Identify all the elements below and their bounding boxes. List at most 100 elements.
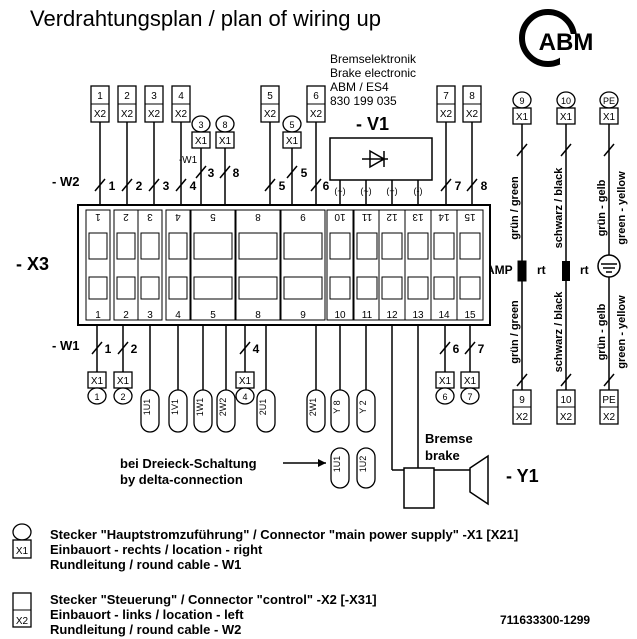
wire-bottom-num: 1 [105, 342, 112, 356]
right-cable-slash [603, 373, 615, 387]
terminal-slot-upper [140, 232, 160, 260]
terminal-slot-lower [283, 276, 323, 300]
terminal-slot-lower [168, 276, 188, 300]
cable-label: Y 2 [358, 400, 368, 413]
cable-label: 1W1 [195, 398, 205, 417]
rt-label-1: rt [537, 263, 546, 277]
cable-label: 2W1 [308, 398, 318, 417]
right-cable-color-upper: grün - gelb [596, 179, 608, 236]
right-connector-top-tag: X1 [516, 112, 529, 123]
x1-connector-tag: X1 [239, 376, 252, 387]
delta-cable-label: 1U2 [358, 456, 368, 473]
wire-top-slash [175, 178, 187, 192]
cable-label: Y 8 [332, 400, 342, 413]
wire-bottom-num: 7 [478, 342, 485, 356]
x1-connector-tag: X1 [91, 376, 104, 387]
amp-connector-fill [518, 261, 526, 281]
rectifier-mark: (~) [360, 186, 371, 196]
wire-bottom-slash [91, 341, 103, 355]
w1-label: - W1 [52, 338, 80, 353]
rectifier-mark: (~) [334, 186, 345, 196]
x2-connector-tag: X2 [94, 109, 107, 120]
delta-cable-label: 1U1 [332, 456, 342, 473]
right-cable-color-lower: schwarz / black [553, 291, 565, 373]
delta-cable-1 [330, 447, 350, 489]
terminal-5 [190, 209, 236, 321]
terminal-top-label: 4 [175, 211, 181, 222]
x1-connector-tag: X1 [117, 376, 130, 387]
legend-x1-box [12, 539, 32, 559]
legend-x2-line1: Stecker "Steuerung" / Connector "control… [50, 592, 377, 607]
x1-connector-num: 2 [120, 392, 125, 402]
cable-end-1 [140, 389, 160, 433]
wire-top-slash [440, 178, 452, 192]
right-connector-bottom-num: 9 [519, 395, 525, 406]
terminal-top-label: 2 [123, 211, 129, 222]
legend-x2-line3: Rundleitung / round cable - W2 [50, 622, 242, 637]
brake-label-de: Bremse [425, 431, 473, 446]
terminal-slot-upper [381, 232, 403, 260]
terminal-slot-upper [459, 232, 481, 260]
connector-bar-2 [562, 261, 570, 281]
terminal-bottom-label: 5 [210, 310, 216, 321]
wire-top-num: 4 [190, 179, 197, 193]
wire-top-slash [148, 178, 160, 192]
cable-end-5 [256, 389, 276, 433]
x2-connector-tag: X2 [440, 109, 453, 120]
terminal-8 [235, 209, 281, 321]
terminal-bottom-label: 3 [147, 310, 153, 321]
diode-symbol [362, 149, 388, 169]
cable-label: 1V1 [170, 399, 180, 415]
x2-connector-num: 2 [124, 91, 130, 102]
terminal-bottom-label: 11 [362, 310, 373, 321]
right-cable-slash [560, 143, 572, 157]
right-connector-bottom-num: 10 [560, 395, 572, 406]
wire-top-num: 8 [481, 179, 488, 193]
right-connector-bottom-tag: X2 [560, 412, 573, 423]
cable-end-8 [356, 389, 376, 433]
terminal-top-label: 14 [438, 211, 450, 222]
terminal-slot-upper [283, 232, 323, 260]
x1-connector-bottom-circle [235, 387, 255, 405]
wire-top-num: 3 [163, 179, 170, 193]
terminal-3 [137, 209, 163, 321]
x1-connector-tag: X1 [195, 136, 208, 147]
wire-top-num: 7 [455, 179, 462, 193]
x1-connector-num: 5 [289, 120, 294, 130]
terminal-slot-upper [88, 232, 108, 260]
delta-arrow-head [318, 459, 326, 467]
terminal-15 [456, 209, 484, 321]
terminal-slot-lower [238, 276, 278, 300]
terminal-bottom-label: 15 [464, 310, 476, 321]
logo-text: ABM [539, 29, 594, 56]
legend-x1-line3: Rundleitung / round cable - W1 [50, 557, 242, 572]
terminal-slot-upper [168, 232, 188, 260]
terminal-slot-lower [193, 276, 233, 300]
right-cable-color-lower: grün - gelb [596, 303, 608, 360]
brake-terminal [403, 467, 435, 509]
terminal-top-label: 1 [95, 211, 101, 222]
w2-label: - W2 [52, 174, 80, 189]
terminal-bottom-label: 10 [334, 310, 346, 321]
terminal-slot-lower [459, 276, 481, 300]
terminal-14 [430, 209, 458, 321]
x1-connector-num: 3 [198, 120, 203, 130]
brake-label-en: brake [425, 448, 460, 463]
terminal-slot-upper [356, 232, 378, 260]
right-connector-bottom-num: PE [602, 395, 616, 406]
terminal-slot-upper [329, 232, 351, 260]
x2-connector-tag: X2 [121, 109, 134, 120]
terminal-bottom-label: 14 [438, 310, 450, 321]
terminal-slot-lower [433, 276, 455, 300]
terminal-slot-lower [329, 276, 351, 300]
x1-connector-bottom-circle [460, 387, 480, 405]
x2-connector-num: 7 [443, 91, 449, 102]
terminal-9 [280, 209, 326, 321]
terminal-12 [378, 209, 406, 321]
terminal-bottom-label: 12 [386, 310, 398, 321]
x2-connector-tag: X2 [466, 109, 479, 120]
right-cable-slash [603, 143, 615, 157]
terminal-bottom-label: 1 [95, 310, 101, 321]
terminal-bottom-label: 8 [255, 310, 261, 321]
